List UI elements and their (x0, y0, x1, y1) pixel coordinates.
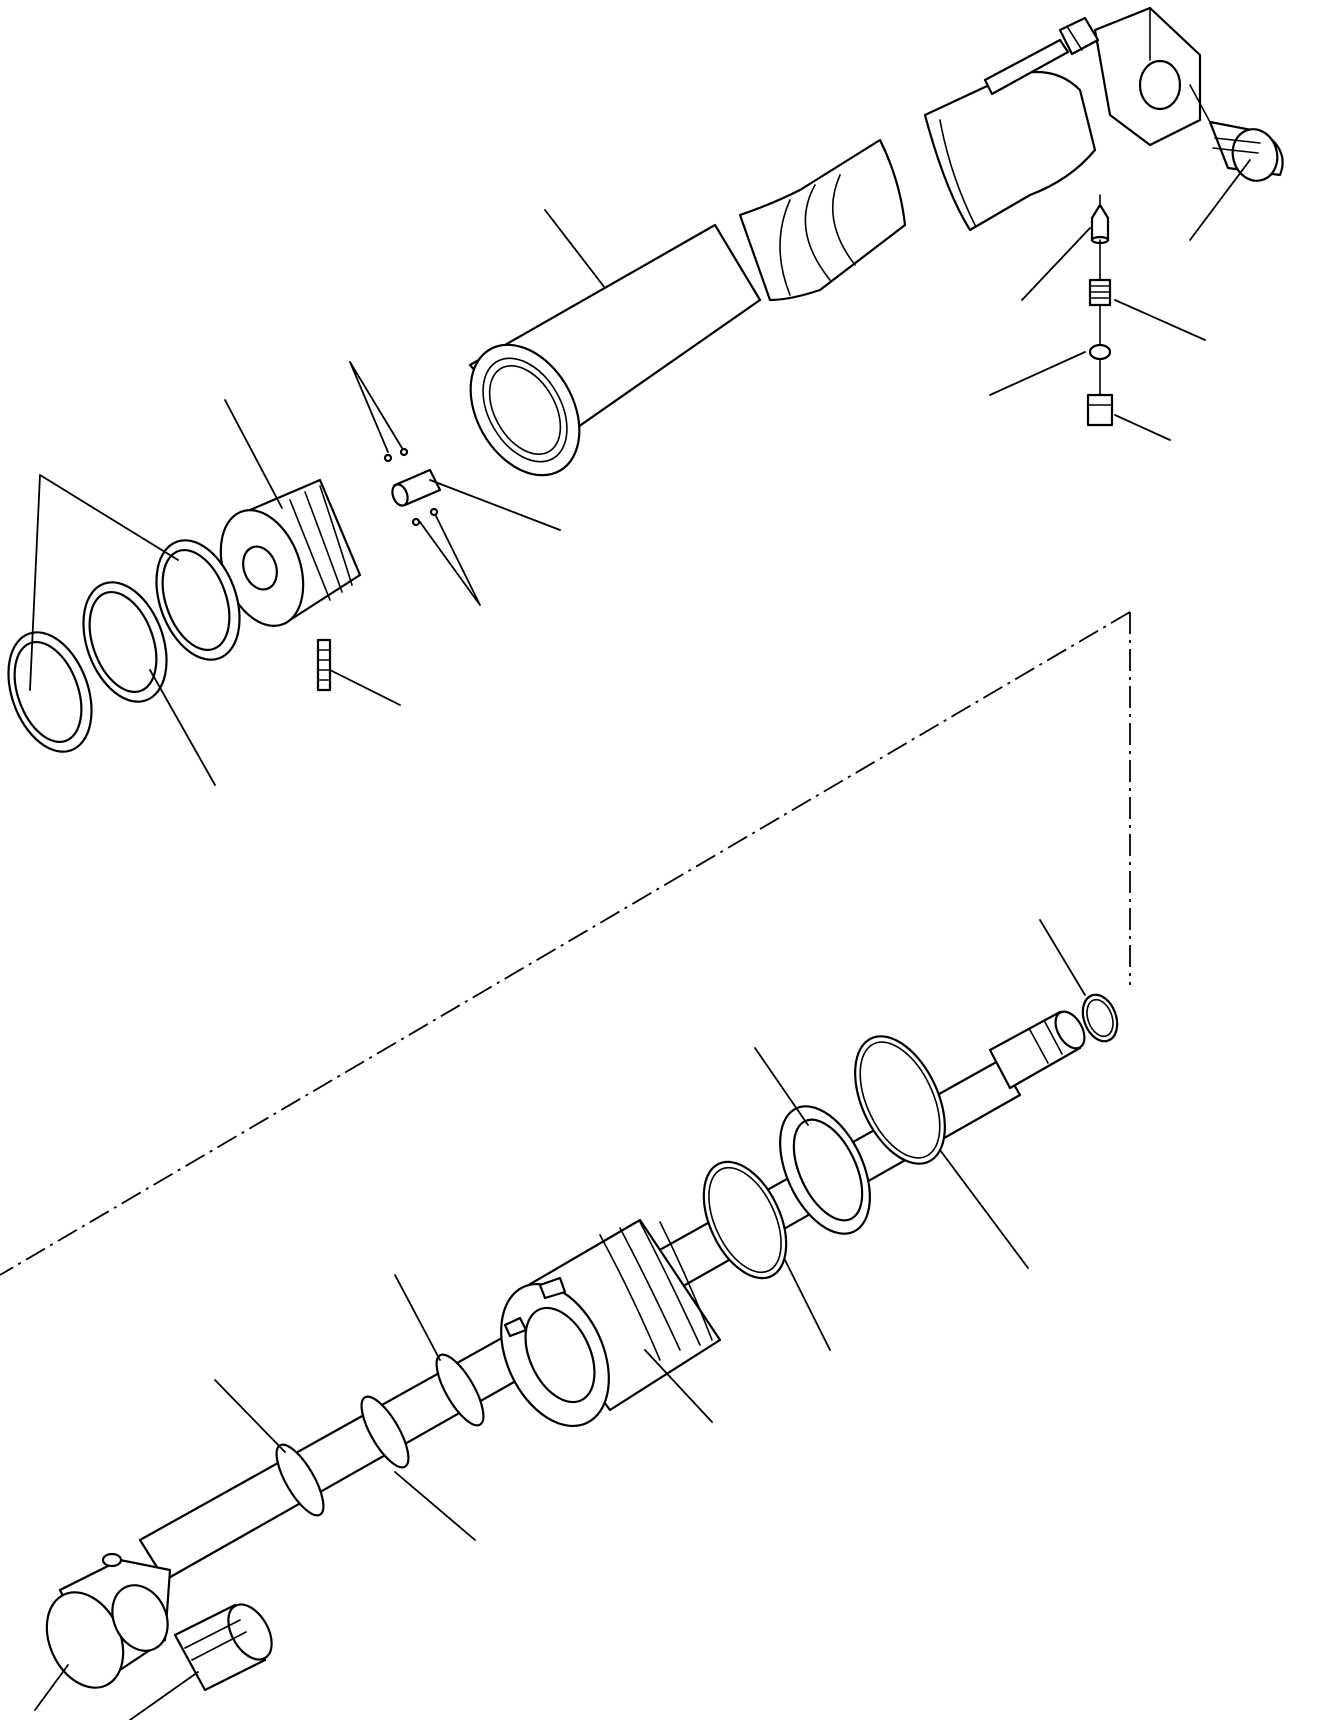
rod-gland (500, 1218, 722, 1428)
leader-lines (29, 159, 1251, 1720)
head-pin (1189, 84, 1284, 182)
cylinder-tube (468, 6, 1202, 477)
check-valve-stack (1086, 194, 1114, 427)
assembly-centerline (0, 611, 1131, 1276)
wiper-ring (854, 1035, 946, 1165)
piston-ring-2 (82, 581, 168, 703)
rod-end-o-ring (1081, 993, 1119, 1043)
piston-ring-1 (155, 539, 241, 661)
valve-plug (383, 447, 442, 527)
set-screw (316, 638, 332, 692)
rod-pin (173, 1603, 273, 1692)
gland-o-ring (702, 1160, 788, 1280)
